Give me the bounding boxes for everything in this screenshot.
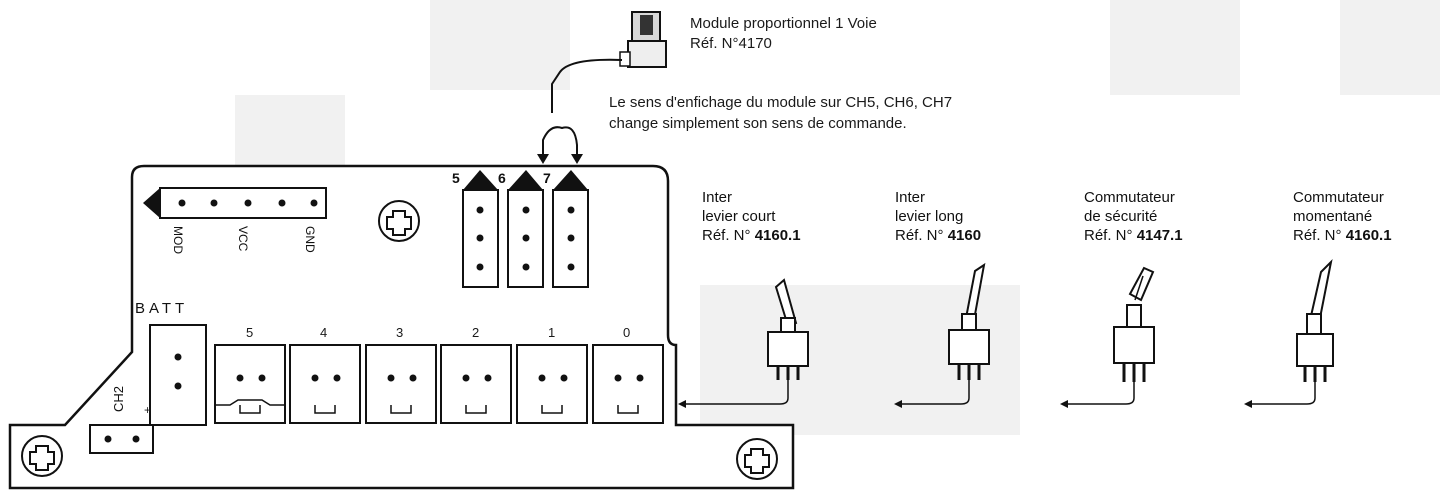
connector-number-4: 4 <box>320 325 328 340</box>
switch-momentary-ref-prefix: Réf. N° <box>1293 227 1342 244</box>
screw-top <box>378 200 420 242</box>
screw-bottom-left <box>21 435 63 477</box>
module-ref: Réf. N°4170 <box>690 35 772 52</box>
switch-momentary <box>1244 258 1334 408</box>
switch-momentary-ref-num: 4160.1 <box>1345 227 1392 244</box>
switch-long-ref-num: 4160 <box>947 227 982 244</box>
switch-long-ref: Réf. N° 4160 <box>895 226 981 245</box>
switch-momentary-ref: Réf. N° 4160.1 <box>1293 226 1392 245</box>
switch-lever-long <box>894 262 990 408</box>
switch-long-line2: levier long <box>895 208 964 225</box>
connector-number-2: 2 <box>472 325 480 340</box>
connector-number-1: 1 <box>548 325 556 340</box>
switch-short-ref: Réf. N° 4160.1 <box>702 226 801 245</box>
switch-safety-ref: Réf. N° 4147.1 <box>1084 226 1183 245</box>
header-strip <box>143 187 327 219</box>
switch-label-safety: Commutateur de sécurité Réf. N° 4147.1 <box>1084 188 1183 245</box>
switch-safety-line1: Commutateur <box>1084 189 1175 206</box>
prop-channel-blocks <box>462 170 589 288</box>
switch-label-short: Inter levier court Réf. N° 4160.1 <box>702 188 801 245</box>
switch-short-line1: Inter <box>702 189 733 206</box>
switch-safety-ref-num: 4147.1 <box>1136 227 1183 244</box>
screw-bottom-right <box>736 438 778 480</box>
plug-orientation-arrow <box>542 126 578 158</box>
ch2-label: CH2 <box>111 386 126 413</box>
switch-momentary-line2: momentané <box>1293 208 1373 225</box>
prop-channel-6: 6 <box>498 170 506 186</box>
switch-safety <box>1060 266 1155 408</box>
switch-long-line1: Inter <box>895 189 926 206</box>
module-wire <box>551 58 623 113</box>
header-label-mod: MOD <box>171 226 185 254</box>
connector-number-0: 0 <box>623 325 631 340</box>
switch-safety-ref-prefix: Réf. N° <box>1084 227 1133 244</box>
module-title: Module proportionnel 1 Voie <box>690 15 877 32</box>
prop-channel-7: 7 <box>543 170 551 186</box>
module-note-line2: change simplement son sens de commande. <box>609 115 907 132</box>
header-label-gnd: GND <box>303 226 317 253</box>
switch-short-line2: levier court <box>702 208 776 225</box>
background-text-right <box>1110 0 1240 95</box>
switch-label-momentary: Commutateur momentané Réf. N° 4160.1 <box>1293 188 1392 245</box>
channel-connectors <box>214 344 664 424</box>
module-4170 <box>619 11 667 68</box>
background-text-right-2 <box>1340 0 1440 95</box>
background-text-top <box>430 0 570 90</box>
connector-number-5: 5 <box>246 325 254 340</box>
header-label-vcc: VCC <box>236 226 250 252</box>
switch-short-ref-num: 4160.1 <box>754 227 801 244</box>
switch-safety-line2: de sécurité <box>1084 208 1158 225</box>
ch2-connector <box>89 424 154 454</box>
switch-lever-short <box>678 278 809 408</box>
switch-label-long: Inter levier long Réf. N° 4160 <box>895 188 981 245</box>
module-note-line1: Le sens d'enfichage du module sur CH5, C… <box>609 94 953 111</box>
switch-momentary-line1: Commutateur <box>1293 189 1384 206</box>
connector-number-3: 3 <box>396 325 404 340</box>
switch-short-ref-prefix: Réf. N° <box>702 227 751 244</box>
batt-label: BATT <box>135 300 189 317</box>
batt-connector <box>149 324 207 426</box>
prop-channel-5: 5 <box>452 170 460 186</box>
plus-mark: + <box>144 403 152 417</box>
switch-long-ref-prefix: Réf. N° <box>895 227 944 244</box>
